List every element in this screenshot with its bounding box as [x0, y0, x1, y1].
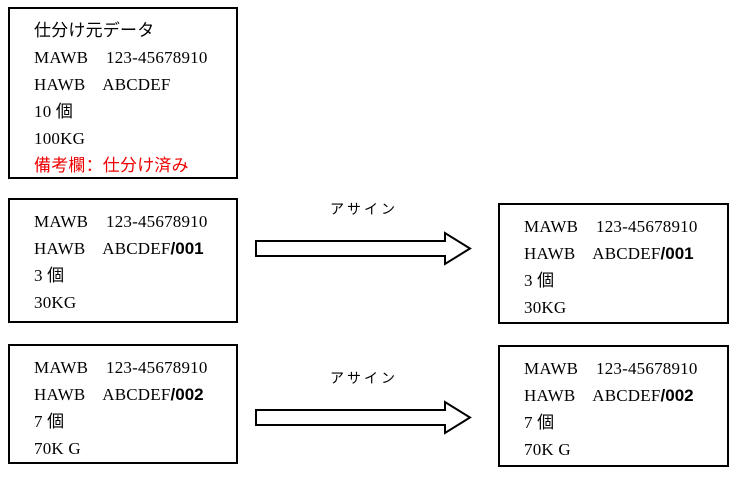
weight-line: 70K G — [34, 439, 81, 458]
hawb-line: HAWB ABCDEF/002 — [34, 381, 236, 408]
assign-right-arrow-icon — [255, 400, 472, 435]
pieces-line: 3 個 — [524, 271, 555, 290]
hawb-suffix: /001 — [170, 239, 204, 258]
assigned-002-box: MAWB 123-45678910 HAWB ABCDEF/002 7 個 70… — [498, 345, 729, 467]
mawb-line: MAWB 123-45678910 — [524, 217, 698, 236]
hawb-line: HAWB ABCDEF/001 — [34, 235, 236, 262]
mawb-line: MAWB 123-45678910 — [524, 359, 698, 378]
hawb-prefix: HAWB ABCDEF — [524, 244, 661, 263]
remark-line: 備考欄：仕分け済み — [34, 156, 189, 175]
assigned-001-box: MAWB 123-45678910 HAWB ABCDEF/001 3 個 30… — [498, 203, 729, 324]
hawb-suffix: /002 — [660, 386, 694, 405]
weight-line: 70K G — [524, 440, 571, 459]
weight-line: 100KG — [34, 129, 86, 148]
assign-arrow-label: アサイン — [330, 203, 398, 218]
hawb-suffix: /002 — [170, 385, 204, 404]
hawb-line: HAWB ABCDEF/002 — [524, 382, 727, 409]
weight-line: 30KG — [524, 298, 567, 317]
hawb-prefix: HAWB ABCDEF — [524, 386, 661, 405]
source-box-title: 仕分け元データ — [34, 21, 155, 40]
assign-arrow-label: アサイン — [330, 372, 398, 387]
mawb-line: MAWB 123-45678910 — [34, 212, 208, 231]
hawb-prefix: HAWB ABCDEF — [34, 239, 171, 258]
split-001-source-box: MAWB 123-45678910 HAWB ABCDEF/001 3 個 30… — [8, 198, 238, 323]
assign-right-arrow-icon — [255, 231, 472, 266]
pieces-line: 7 個 — [524, 413, 555, 432]
mawb-line: MAWB 123-45678910 — [34, 358, 208, 377]
hawb-suffix: /001 — [660, 244, 694, 263]
split-002-source-box: MAWB 123-45678910 HAWB ABCDEF/002 7 個 70… — [8, 344, 238, 464]
pieces-line: 10 個 — [34, 102, 74, 121]
pieces-line: 3 個 — [34, 266, 65, 285]
hawb-prefix: HAWB ABCDEF — [34, 385, 171, 404]
hawb-line: HAWB ABCDEF — [34, 75, 171, 94]
pieces-line: 7 個 — [34, 412, 65, 431]
source-data-box: 仕分け元データ MAWB 123-45678910 HAWB ABCDEF 10… — [8, 7, 238, 179]
hawb-line: HAWB ABCDEF/001 — [524, 240, 727, 267]
weight-line: 30KG — [34, 293, 77, 312]
mawb-line: MAWB 123-45678910 — [34, 48, 208, 67]
